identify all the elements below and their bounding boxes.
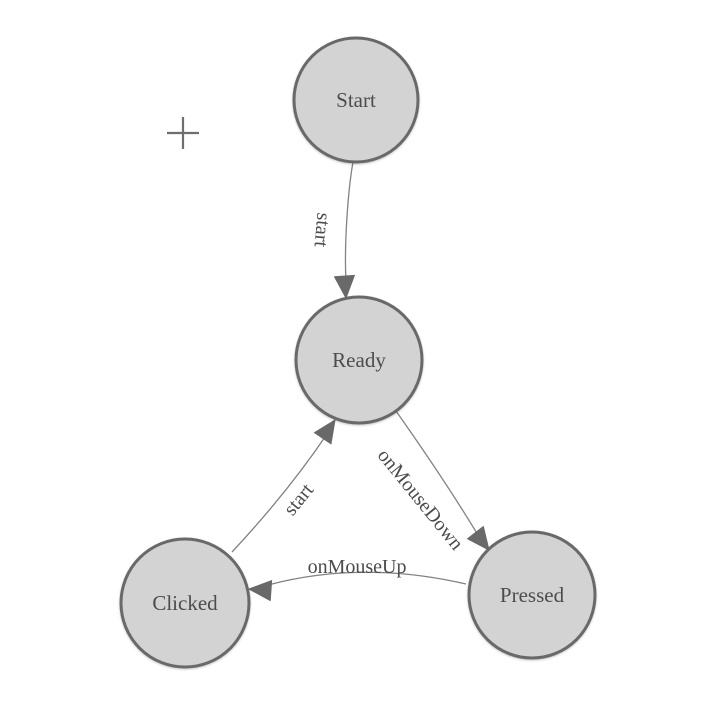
edge-path[interactable] [395, 410, 479, 536]
edge-arrowhead [333, 274, 355, 299]
transition-clicked-to-ready[interactable]: start [231, 414, 343, 553]
state-node-pressed[interactable]: Pressed [467, 530, 597, 660]
transition-ready-to-pressed[interactable]: onMouseDown [373, 410, 497, 556]
edge-arrowhead [248, 580, 273, 602]
edge-arrowhead [313, 419, 336, 445]
node-label: Start [336, 88, 376, 112]
node-label: Pressed [500, 583, 565, 607]
edge-path[interactable] [231, 433, 328, 553]
state-node-ready[interactable]: Ready [294, 295, 424, 425]
edge-label: start [279, 479, 318, 520]
transition-pressed-to-clicked[interactable]: onMouseUp [248, 556, 467, 602]
node-label: Ready [332, 348, 386, 372]
state-node-clicked[interactable]: Clicked [119, 537, 251, 669]
edge-path[interactable] [267, 571, 467, 586]
edge-path[interactable] [344, 161, 354, 282]
node-label: Clicked [152, 591, 218, 615]
edge-label: start [310, 212, 335, 249]
node-circle[interactable] [467, 530, 597, 660]
edge-arrowhead [467, 526, 490, 551]
crosshair-icon [167, 117, 199, 149]
edge-label: onMouseUp [308, 556, 407, 578]
state-node-start[interactable]: Start [292, 36, 420, 164]
node-circle[interactable] [292, 36, 420, 164]
node-circle[interactable] [119, 537, 251, 669]
transition-start-to-ready[interactable]: start [310, 161, 356, 299]
node-circle[interactable] [294, 295, 424, 425]
edge-label: onMouseDown [373, 445, 468, 555]
